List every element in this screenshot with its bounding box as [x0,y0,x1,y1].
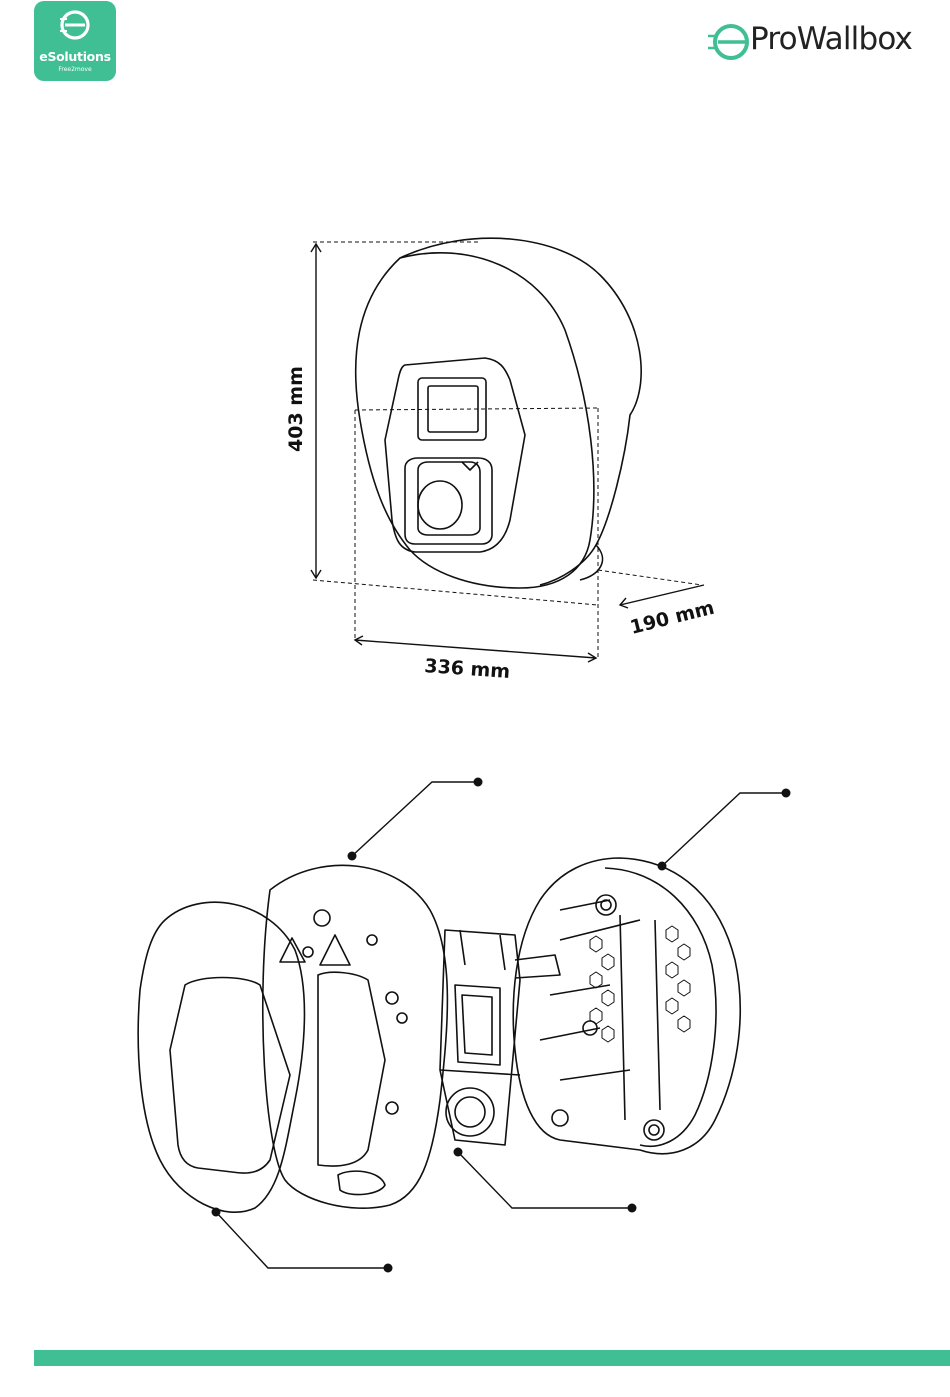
dimension-guides [313,242,702,660]
depth-dimension-label: 190 mm [628,597,717,639]
wallbox-exploded [138,858,740,1212]
height-dimension-label: 403 mm [285,366,307,452]
power-module [440,930,520,1145]
callout-leaders [216,782,786,1268]
back-housing [513,858,740,1154]
front-cover [263,865,448,1208]
width-dimension-label: 336 mm [424,655,511,683]
product-diagram: 403 mm 336 mm 190 mm [0,0,950,1340]
front-frame [138,902,304,1212]
footer-bar [34,1350,950,1366]
callout-dots [212,778,791,1273]
dimension-arrows [311,244,704,662]
